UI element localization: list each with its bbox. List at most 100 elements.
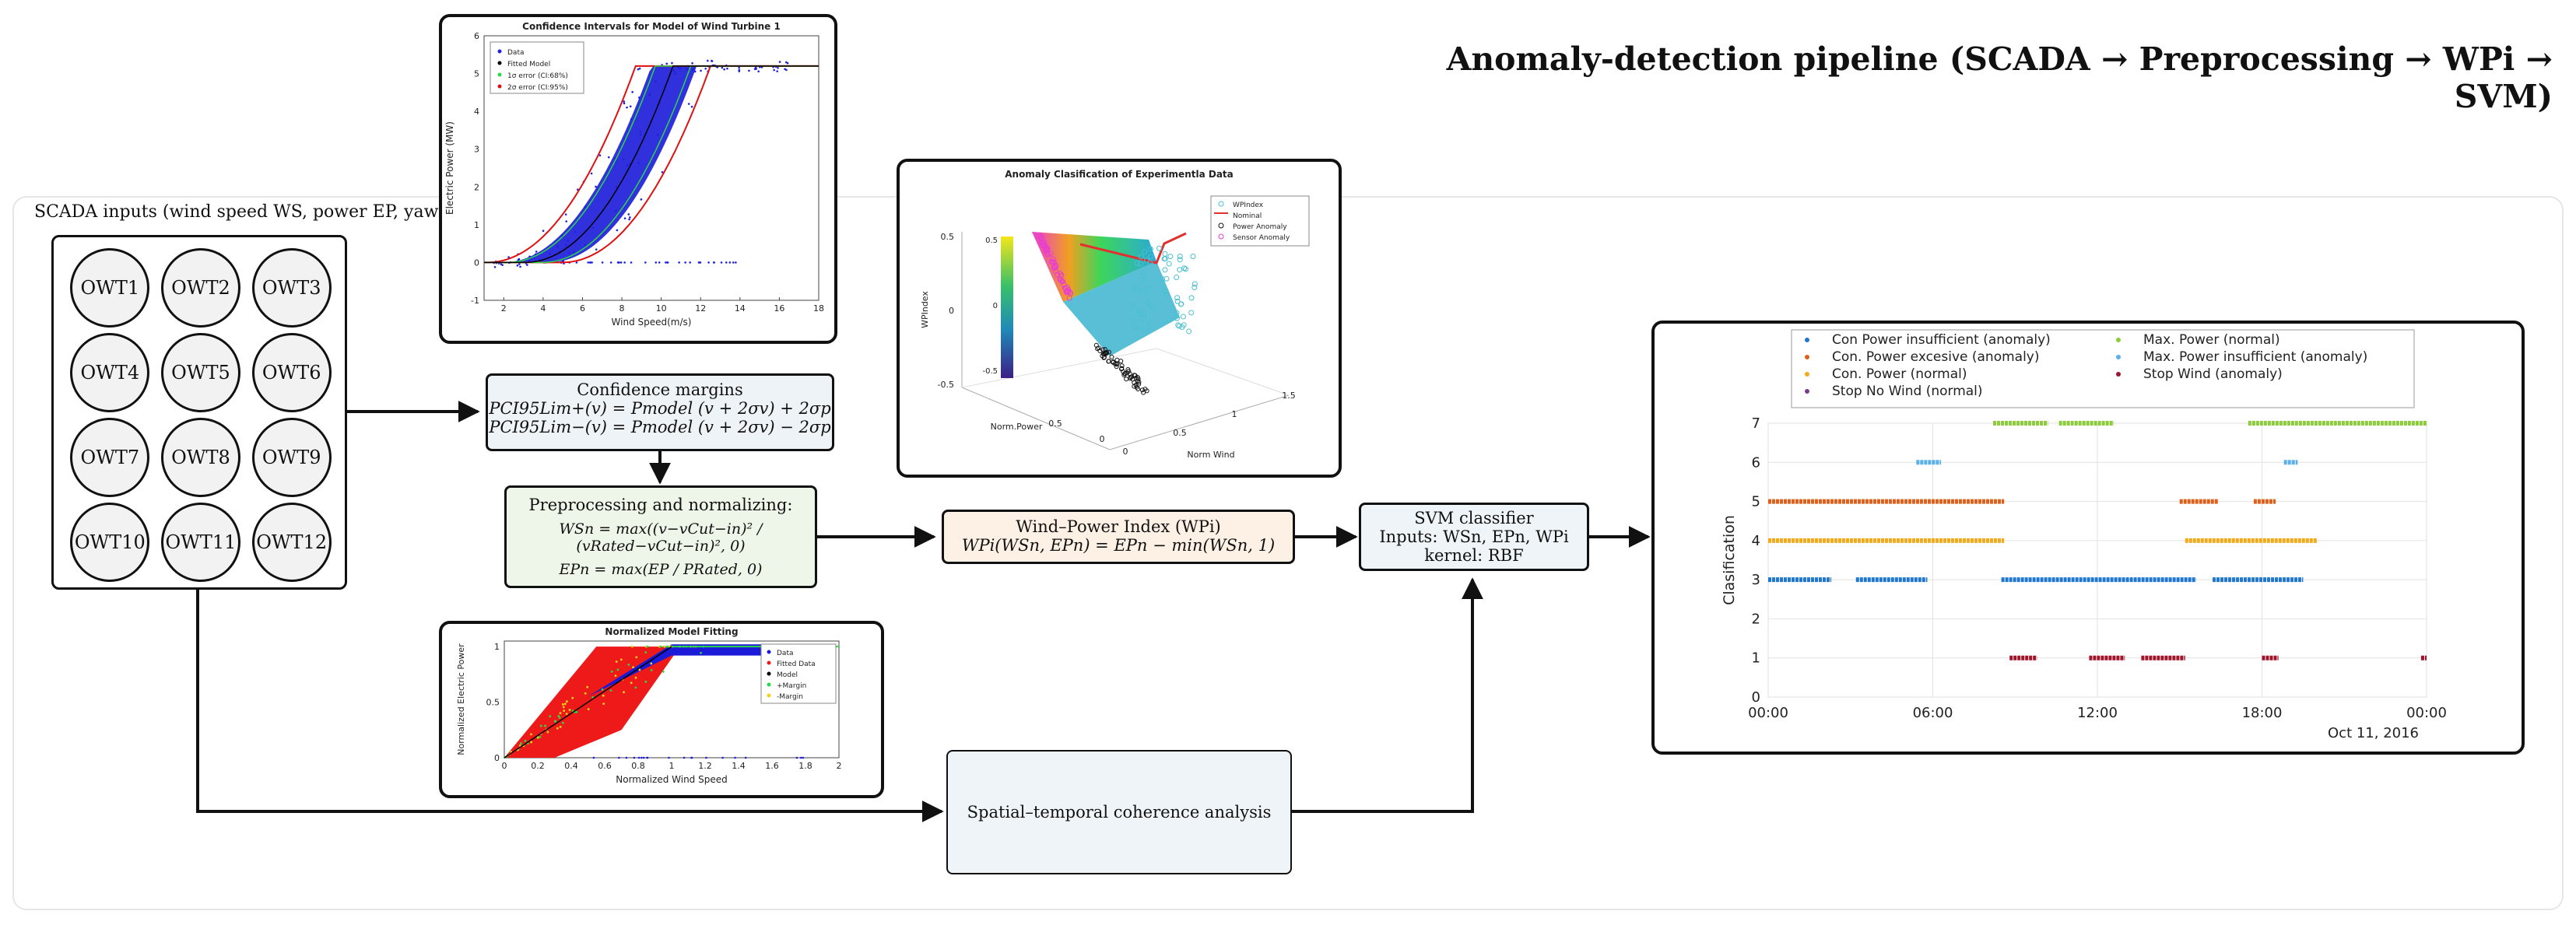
timeline-xtick-label: 06:00: [1913, 705, 1953, 721]
ci-data-point: [623, 100, 625, 103]
ci-data-point: [595, 248, 598, 251]
ci-data-point: [732, 261, 735, 264]
anomaly-power-point: [1109, 354, 1114, 359]
norm-margin-point: [659, 645, 662, 648]
ci-data-point: [630, 118, 633, 121]
norm-data-point: [705, 756, 707, 759]
ci-data-point: [590, 172, 593, 175]
turbine-cell: OWT10: [65, 499, 156, 584]
norm-legend-label: +Margin: [777, 682, 806, 690]
ci-data-point: [623, 158, 625, 160]
norm-margin-point: [520, 742, 522, 745]
norm-margin-point: [700, 651, 702, 654]
turbine-node: OWT12: [251, 502, 332, 582]
norm-margin-point: [539, 724, 542, 727]
ci-legend-marker: [497, 72, 502, 77]
norm-xtick-label: 1.8: [798, 761, 812, 771]
turbine-label: OWT7: [80, 446, 140, 468]
norm-margin-point: [565, 713, 568, 716]
ci-data-point: [568, 251, 570, 254]
ci-data-band: [488, 65, 819, 263]
ci-data-point: [707, 59, 709, 62]
anomaly-wpindex-point: [1139, 270, 1146, 276]
norm-xtick-label: 1: [669, 761, 675, 771]
ci-data-point: [674, 72, 677, 75]
norm-xtick-label: 0.4: [564, 761, 578, 771]
norm-margin-point: [614, 674, 617, 678]
ci-ytick-label: -1: [471, 296, 479, 306]
turbine-cell: OWT1: [65, 245, 156, 330]
norm-margin-point: [559, 712, 562, 715]
ci-data-point: [725, 261, 728, 264]
ci-plot-panel: Confidence Intervals for Model of Wind T…: [439, 14, 837, 344]
preproc-title: Preprocessing and normalizing:: [528, 496, 793, 514]
ci-legend-label: Fitted Model: [507, 61, 550, 68]
ci-data-point: [637, 68, 640, 71]
anomaly-sensor-point: [1055, 272, 1061, 278]
ci-data-point: [595, 185, 597, 188]
ci-data-point: [542, 229, 545, 233]
ci-ylabel: Electric Power (MW): [444, 121, 455, 215]
ci-data-point: [640, 198, 643, 201]
anomaly-wpindex-point: [1177, 301, 1184, 307]
turbine-node: OWT8: [160, 417, 240, 497]
ci-xtick-label: 10: [656, 303, 667, 314]
norm-margin-point: [638, 668, 641, 671]
ci-data-point: [623, 261, 626, 264]
ci-xtick-label: 2: [501, 303, 507, 314]
anomaly-sensor-point: [1041, 240, 1048, 246]
anomaly-ztick-label: -0.5: [938, 380, 954, 390]
norm-title: Normalized Model Fitting: [605, 626, 738, 637]
anomaly-power-point: [1119, 366, 1125, 371]
anomaly-wpindex-point: [1191, 281, 1198, 287]
ci-data-point: [691, 62, 693, 65]
norm-ylabel: Normalized Electric Power: [456, 643, 466, 755]
turbine-node: OWT11: [160, 502, 240, 582]
ci-xtick-label: 14: [735, 303, 746, 314]
ci-data-point: [748, 69, 750, 72]
anomaly-power-point: [1121, 372, 1127, 377]
ci-data-point: [639, 130, 642, 133]
anomaly-sensor-point: [1051, 259, 1057, 265]
ci-legend-label: 1σ error (CI:68%): [507, 72, 568, 80]
anomaly-plot: Anomaly Clasification of Experimentla Da…: [920, 169, 1310, 460]
norm-margin-point: [619, 658, 623, 661]
norm-margin-point: [665, 645, 668, 648]
ci-data-point: [711, 60, 714, 62]
preproc-eq-epn: EPn = max(EP / PRated, 0): [559, 561, 763, 578]
anomaly-wpindex-point: [1156, 245, 1162, 251]
ci-data-point: [627, 213, 630, 215]
norm-legend-marker: [767, 671, 771, 676]
anomaly-wpindex-point: [1137, 261, 1143, 267]
anomaly-power-point: [1124, 377, 1129, 382]
turbine-cell: OWT12: [246, 499, 337, 584]
norm-margin-point: [650, 669, 653, 671]
anomaly-colorbar: [1001, 237, 1013, 378]
turbine-label: OWT11: [165, 531, 237, 553]
anomaly-ztick-label: 0: [949, 306, 954, 316]
norm-margin-point: [559, 725, 562, 728]
anomaly-sensor-point: [1061, 282, 1067, 288]
anomaly-sensor-point: [1044, 247, 1050, 254]
anomaly-wpindex-point: [1174, 310, 1180, 316]
ci-data-point: [518, 258, 521, 261]
ci-data-point: [616, 186, 618, 188]
ci-data-point: [693, 70, 697, 73]
ci-data-point: [564, 213, 567, 215]
ci-data-point: [535, 251, 538, 253]
norm-legend-label: Model: [777, 671, 798, 679]
turbine-label: OWT4: [80, 361, 140, 384]
timeline-legend-label: Con Power insufficient (anomaly): [1832, 332, 2051, 348]
ci-legend-marker: [497, 61, 502, 65]
norm-ytick-label: 1: [494, 642, 500, 652]
ci-data-point: [565, 220, 568, 222]
turbine-cell: OWT7: [65, 415, 156, 499]
anomaly-wpindex-point: [1150, 304, 1156, 310]
ci-data-point: [630, 261, 633, 264]
ci-data-point: [693, 68, 695, 71]
anomaly-wpindex-point: [1167, 317, 1173, 323]
norm-margin-point: [518, 744, 521, 747]
anomaly-legend-box: [1210, 195, 1310, 247]
